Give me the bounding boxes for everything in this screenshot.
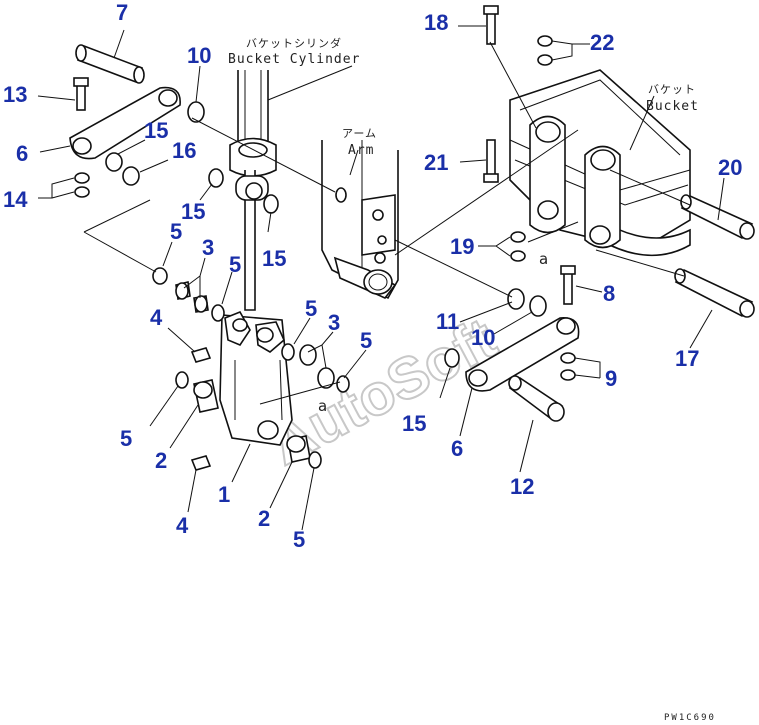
- ref-a-right: a: [539, 250, 548, 268]
- callout-numbers: 7 10 13 6 15 16 14 15 5 3 5 15 4 5 3 5 5…: [3, 0, 742, 552]
- callout-5-c: 5: [305, 296, 317, 321]
- callout-7: 7: [116, 0, 128, 25]
- callout-11: 11: [436, 309, 459, 334]
- callout-13: 13: [3, 82, 27, 107]
- arm-label-jp: アーム: [342, 127, 377, 140]
- bucket-cylinder-label-en: Bucket Cylinder: [228, 52, 360, 67]
- callout-6-b: 6: [451, 436, 463, 461]
- callout-8: 8: [603, 281, 615, 306]
- callout-2: 2: [155, 448, 167, 473]
- callout-20: 20: [718, 155, 742, 180]
- callout-12: 12: [510, 474, 534, 499]
- callout-22: 22: [590, 30, 614, 55]
- bucket-cylinder: [229, 70, 277, 311]
- leader-lines: [37, 25, 725, 531]
- grease-fittings: [190, 347, 212, 471]
- callout-15: 15: [144, 118, 168, 143]
- washers: [105, 101, 547, 368]
- link-6-lower: [465, 317, 580, 392]
- callout-2-b: 2: [258, 506, 270, 531]
- arm-label-en: Arm: [348, 143, 374, 158]
- callout-15-b: 15: [181, 199, 205, 224]
- nuts-19: [510, 231, 526, 262]
- nuts-9: [560, 352, 576, 381]
- ref-a-left: a: [318, 397, 327, 415]
- callout-9: 9: [605, 366, 617, 391]
- nuts-14: [74, 172, 90, 198]
- callout-10: 10: [187, 43, 211, 68]
- callout-21: 21: [424, 150, 448, 175]
- bucket-label-en: Bucket: [646, 99, 699, 114]
- text-labels: バケットシリンダ Bucket Cylinder アーム Arm バケット Bu…: [228, 36, 716, 723]
- callout-1: 1: [218, 482, 230, 507]
- callout-5-e: 5: [120, 426, 132, 451]
- callout-10-b: 10: [471, 325, 495, 350]
- nuts-22: [537, 35, 553, 66]
- bucket-cylinder-label-jp: バケットシリンダ: [246, 36, 342, 50]
- callout-4: 4: [150, 305, 163, 330]
- callout-3: 3: [202, 235, 214, 260]
- callout-16: 16: [172, 138, 196, 163]
- callout-5: 5: [170, 219, 182, 244]
- callout-5-b: 5: [229, 252, 241, 277]
- bolt-21: [483, 139, 499, 183]
- pin-12: [508, 375, 565, 422]
- callout-19: 19: [450, 234, 474, 259]
- bolt-13: [73, 77, 89, 111]
- link-6-upper: [69, 86, 181, 160]
- link-1: [219, 310, 293, 446]
- callout-6: 6: [16, 141, 28, 166]
- callout-5-d: 5: [360, 328, 372, 353]
- bucket-label-jp: バケット: [648, 83, 696, 96]
- bolt-8: [560, 265, 576, 305]
- arm: [321, 140, 399, 300]
- callout-5-f: 5: [293, 527, 305, 552]
- callout-14: 14: [3, 187, 28, 212]
- pin-20: [680, 194, 755, 240]
- bushings: [175, 281, 335, 463]
- callout-3-b: 3: [328, 310, 340, 335]
- bucket: [509, 69, 691, 257]
- callout-18: 18: [424, 10, 448, 35]
- callout-15-c: 15: [262, 246, 286, 271]
- pin-7: [75, 44, 145, 84]
- callout-4-b: 4: [176, 513, 189, 538]
- drawing-code: PW1C690: [664, 713, 716, 723]
- dust-seals: [152, 267, 350, 469]
- pin-17: [674, 268, 755, 318]
- callout-15-d: 15: [402, 411, 426, 436]
- bolt-18: [483, 5, 499, 45]
- callout-17: 17: [675, 346, 699, 371]
